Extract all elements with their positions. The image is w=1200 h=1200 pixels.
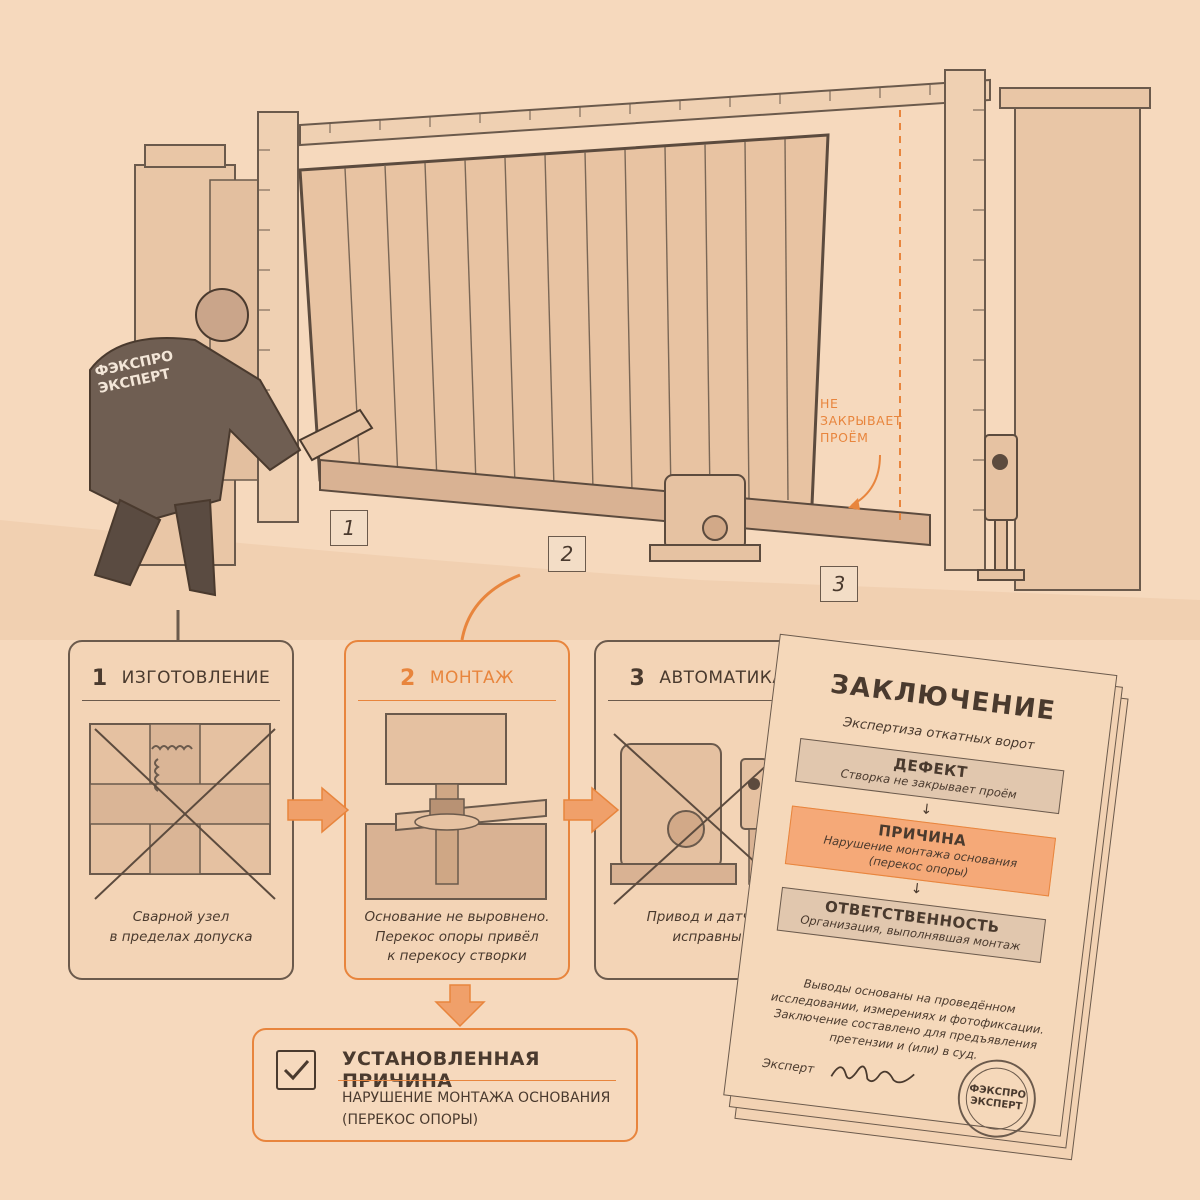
checkmark-icon bbox=[276, 1050, 316, 1090]
gate-status-label: НЕ ЗАКРЫВАЕТ ПРОЁМ bbox=[820, 396, 903, 445]
step-title: АВТОМАТИКА bbox=[659, 668, 785, 688]
arrow-down-icon: ↓ bbox=[909, 880, 924, 898]
arrow-down-icon bbox=[434, 984, 486, 1028]
photocell-post bbox=[977, 434, 1025, 581]
step-number: 1 bbox=[91, 665, 108, 691]
top-ruler bbox=[299, 78, 991, 147]
step-number: 3 bbox=[629, 665, 646, 691]
evidence-marker-2: 2 bbox=[548, 536, 586, 572]
drive-and-sensor-illustration bbox=[610, 733, 802, 905]
cause-title: УСТАНОВЛЕННАЯ ПРИЧИНА bbox=[342, 1048, 540, 1092]
gate-scene bbox=[0, 69, 1200, 640]
evidence-marker-3: 3 bbox=[820, 566, 858, 602]
responsibility-box: ОТВЕТСТВЕННОСТЬ Организация, выполнявшая… bbox=[776, 886, 1047, 963]
step-caption: Сварной узел в пределах допуска bbox=[109, 909, 253, 945]
inspector-figure bbox=[89, 288, 374, 597]
weld-joint-illustration bbox=[89, 723, 276, 900]
step-card-installation: 2 МОНТАЖ Основание не выровнено. Перекос… bbox=[344, 640, 570, 980]
arrow-down-icon: ↓ bbox=[919, 801, 934, 819]
step-card-manufacturing: 1 ИЗГОТОВЛЕНИЕ Сварной узел в пределах д… bbox=[68, 640, 294, 980]
step-title: МОНТАЖ bbox=[429, 668, 514, 688]
document-body: Выводы основаны на проведённом исследова… bbox=[770, 976, 1045, 1062]
arrow-right-icon bbox=[287, 786, 350, 834]
step-number: 2 bbox=[400, 665, 416, 691]
step-caption: Основание не выровнено. Перекос опоры пр… bbox=[364, 909, 550, 965]
cause-text: НАРУШЕНИЕ МОНТАЖА ОСНОВАНИЯ (ПЕРЕКОС ОПО… bbox=[342, 1090, 611, 1128]
established-cause-box: УСТАНОВЛЕННАЯ ПРИЧИНА НАРУШЕНИЕ МОНТАЖА … bbox=[252, 1028, 638, 1142]
gate-drive-unit bbox=[649, 474, 761, 562]
foundation-bolt-illustration bbox=[365, 713, 547, 900]
evidence-marker-1: 1 bbox=[330, 510, 368, 546]
arrow-right-icon bbox=[563, 786, 620, 834]
expert-label: Эксперт bbox=[761, 1055, 815, 1077]
conclusion-document: ЗАКЛЮЧЕНИЕ Экспертиза откатных ворот ДЕФ… bbox=[719, 633, 1157, 1177]
right-pillar bbox=[999, 87, 1151, 591]
step-title: ИЗГОТОВЛЕНИЕ bbox=[121, 668, 271, 688]
signature-icon bbox=[830, 1065, 915, 1084]
